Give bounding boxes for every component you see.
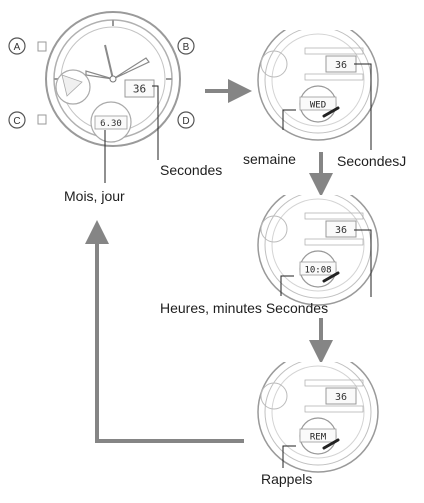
- arrow-return-loop: [85, 220, 244, 443]
- button-b[interactable]: B: [177, 37, 195, 55]
- watch-hands: [85, 44, 150, 83]
- flow-arrows: [85, 79, 333, 443]
- label-heures-minutes-secondes: Heures, minutes Secondes: [160, 300, 329, 316]
- leader-secondes-main: [152, 85, 159, 160]
- panel-seconds-value: 36: [335, 392, 347, 403]
- main-watch: 36 6.30 A B C D: [8, 11, 195, 183]
- panel-seconds-lcd: [325, 220, 357, 238]
- panel-lower-lcd: [299, 428, 337, 443]
- leader-heures-minutes: [280, 275, 294, 296]
- seconds-lcd: [124, 79, 155, 98]
- button-d[interactable]: D: [177, 111, 195, 129]
- button-c[interactable]: C: [8, 111, 26, 129]
- panel-lower-lcd: [299, 261, 337, 276]
- date-lcd-value: 6.30: [100, 119, 122, 129]
- label-mois-jour: Mois, jour: [64, 188, 125, 204]
- button-b-label: B: [183, 42, 190, 53]
- mode-panel-2: 36 10:08: [257, 195, 379, 306]
- panel-lower-value: WED: [310, 101, 326, 111]
- panel-seconds-lcd: [325, 387, 357, 405]
- button-a-label: A: [14, 42, 21, 53]
- leader-semaine: [282, 109, 296, 130]
- button-d-label: D: [182, 116, 189, 127]
- label-semaine: semaine: [243, 151, 296, 167]
- seconds-lcd-value: 36: [133, 83, 146, 96]
- date-lcd: [94, 115, 128, 130]
- panel-seconds-value: 36: [335, 60, 347, 71]
- button-c-label: C: [13, 116, 20, 127]
- panel-seconds-value: 36: [335, 225, 347, 236]
- button-a[interactable]: A: [8, 37, 26, 55]
- leader-rappels: [282, 445, 296, 468]
- label-secondes-main: Secondes: [160, 162, 223, 178]
- panel-lower-value: REM: [310, 433, 327, 443]
- panel-lower-lcd: [299, 96, 337, 111]
- leader-secondes-j: [354, 63, 372, 150]
- label-rappels: Rappels: [261, 471, 313, 487]
- panel-lower-value: 10:08: [304, 266, 331, 276]
- leader-secondes-2: [354, 229, 372, 297]
- label-secondes-j: SecondesJ: [337, 153, 407, 169]
